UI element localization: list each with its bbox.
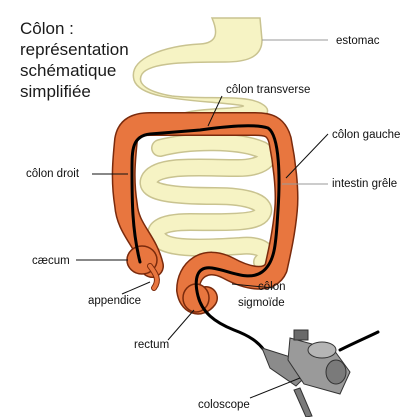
label-estomac: estomac (336, 34, 379, 48)
label-colon-transverse: côlon transverse (226, 83, 310, 97)
colonoscope-cable (340, 332, 378, 350)
label-rectum: rectum (134, 338, 169, 352)
pointer-rectum (168, 310, 194, 340)
pointer-coloscope (250, 378, 300, 398)
label-caecum: cæcum (32, 254, 70, 268)
label-appendice: appendice (88, 294, 141, 308)
label-coloscope: coloscope (198, 398, 250, 412)
colonoscope-handle (262, 330, 350, 417)
label-colon-gauche: côlon gauche (332, 128, 400, 142)
label-colon-sigmoide-line2: sigmoïde (238, 296, 285, 310)
label-colon-sigmoide-line1: côlon (258, 280, 286, 294)
label-intestin-grele: intestin grêle (332, 177, 397, 191)
pointer-appendice (122, 282, 150, 294)
label-colon-droit: côlon droit (26, 167, 79, 181)
